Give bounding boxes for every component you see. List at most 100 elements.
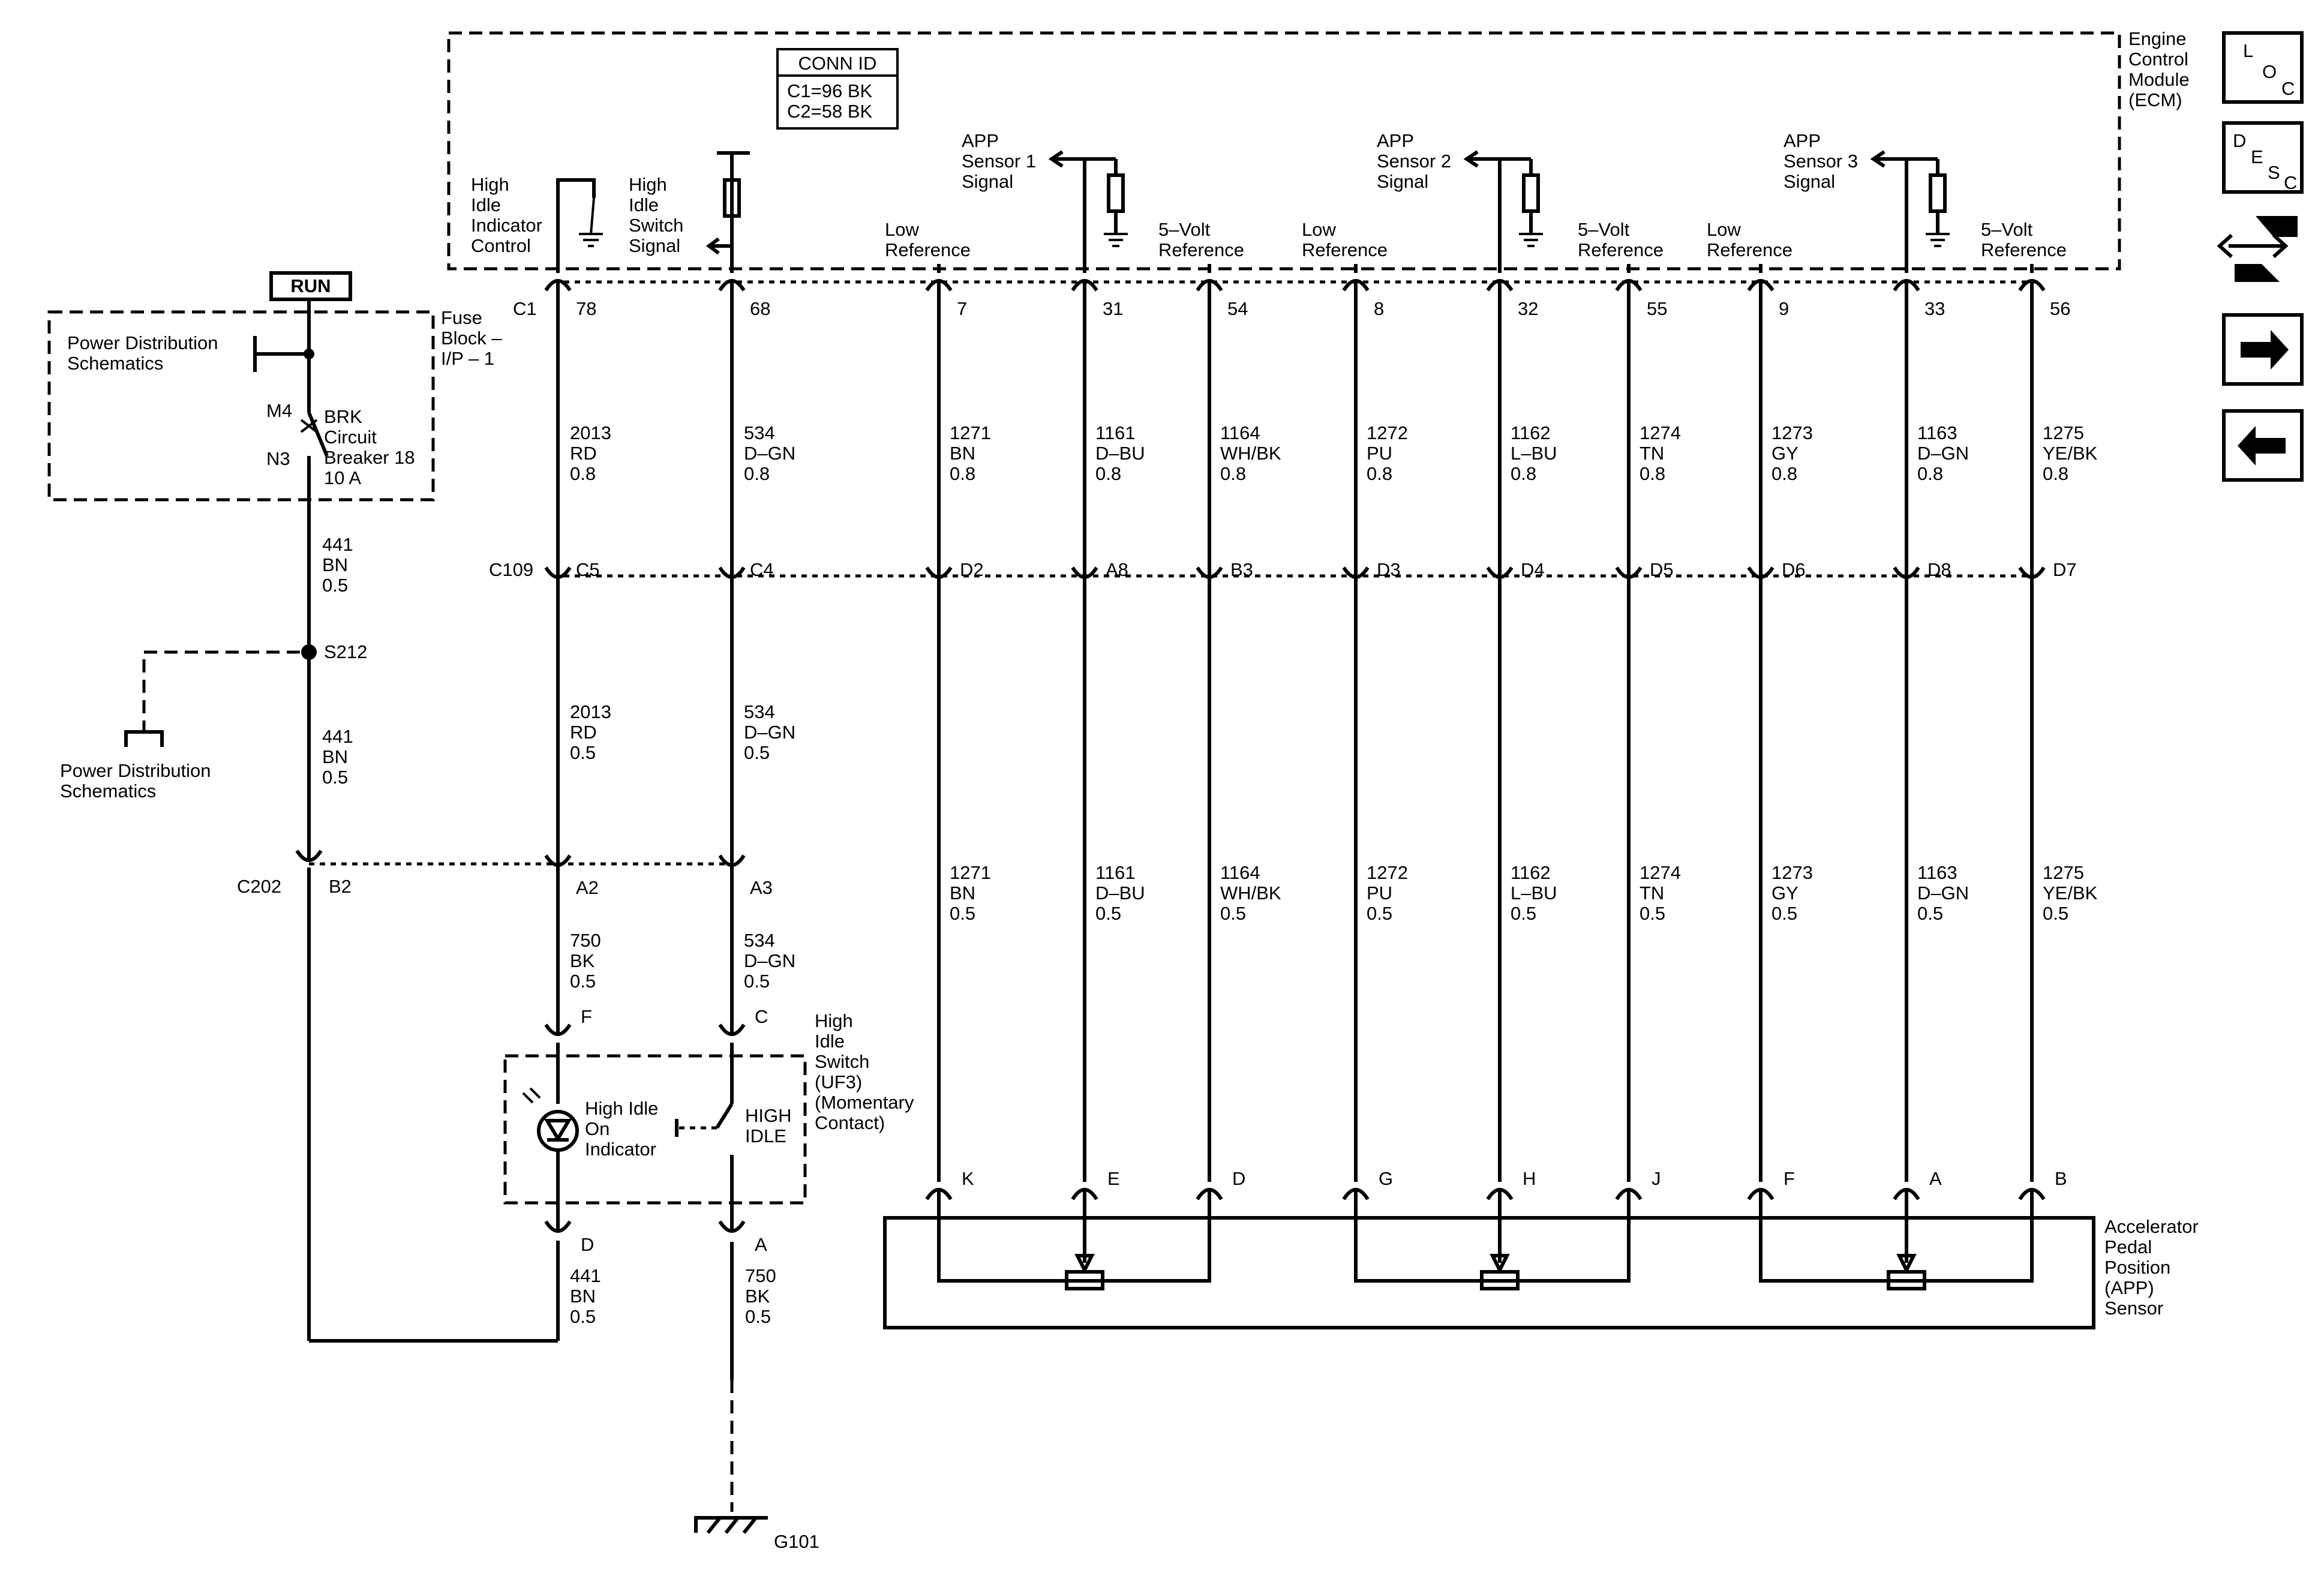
splice-s212 — [301, 644, 317, 660]
high-idle-indicator-label: High Idle — [585, 1098, 658, 1119]
ecm-signal-label: Idle — [471, 194, 501, 215]
app-sensor-box — [883, 1216, 2095, 1329]
power-wire-label: BN — [322, 554, 348, 575]
ecm-reference-label: Reference — [1302, 239, 1388, 260]
fuse-block-label: Fuse — [441, 307, 482, 328]
splice-branch-end — [124, 730, 164, 747]
conn-id-title: CONN ID — [798, 53, 877, 74]
ecm-reference-label: Low — [885, 219, 919, 240]
high-idle-indicator-label: On — [585, 1118, 609, 1139]
circuit-breaker-label: 10 A — [324, 467, 361, 488]
c1-pin-label: 8 — [1374, 298, 1384, 319]
loc-o: O — [2262, 61, 2277, 82]
ground-g101-label: G101 — [774, 1531, 819, 1552]
wire-label: 1275 — [2043, 862, 2084, 883]
high-idle-switch-label: (Momentary — [815, 1092, 914, 1113]
conn-id-text: C2=58 BK — [787, 101, 873, 122]
wire-label: 534 — [744, 930, 775, 951]
wire-label: 1274 — [1640, 862, 1681, 883]
ecm-reference-label: 5–Volt — [1158, 219, 1211, 240]
c202-pin-b2-label: B2 — [329, 876, 352, 897]
wire-label: 2013 — [570, 701, 611, 722]
conn-id-box — [776, 48, 899, 130]
app-pin-label: F — [1783, 1168, 1795, 1189]
signal-arrow — [1463, 150, 1500, 168]
wire-label: YE/BK — [2043, 443, 2098, 464]
wiper-arrow — [1490, 1254, 1510, 1274]
circuit-breaker-label: Circuit — [324, 427, 377, 448]
ecm-signal-label: High — [629, 174, 667, 195]
conn-id-text: C1=96 BK — [787, 80, 873, 101]
wire-label: GY — [1771, 882, 1798, 903]
high-idle-switch-contact: IDLE — [745, 1125, 786, 1146]
ground-icon — [1104, 233, 1128, 247]
desc-s: S — [2268, 162, 2280, 183]
desc-button[interactable] — [2222, 121, 2304, 194]
ecm-reference-label: 5–Volt — [1578, 219, 1630, 240]
ecm-signal-label: Signal — [629, 235, 680, 256]
back-button[interactable] — [2222, 409, 2304, 482]
ecm-reference-label: Reference — [1158, 239, 1244, 260]
circuit-breaker-label: BRK — [324, 406, 362, 427]
c1-pin-label: 32 — [1518, 298, 1538, 319]
loc-c: C — [2281, 78, 2295, 99]
loc-button[interactable] — [2222, 31, 2304, 104]
wire-label: D–BU — [1095, 443, 1145, 464]
ecm-signal-label: Control — [471, 235, 531, 256]
c1-pin-label: 56 — [2050, 298, 2070, 319]
ecm-signal-label: Signal — [1377, 171, 1428, 192]
wire-label: TN — [1640, 443, 1664, 464]
app-sensor-label: (APP) — [2104, 1277, 2154, 1298]
light-rays — [522, 1087, 541, 1104]
wire-label: 0.5 — [1640, 903, 1665, 924]
wire-label: 0.5 — [744, 742, 770, 763]
ecm-reference-label: Low — [1302, 219, 1336, 240]
app-sensor-label: Pedal — [2104, 1236, 2152, 1257]
high-idle-switch-label: High — [815, 1010, 853, 1031]
fuse-block-label: I/P – 1 — [441, 348, 494, 369]
c1-pin-label: 54 — [1227, 298, 1248, 319]
connector-c1-label: C1 — [513, 298, 537, 319]
breaker-mark — [300, 419, 318, 433]
desc-c: C — [2284, 172, 2297, 193]
c109-pin-label: D4 — [1521, 559, 1545, 580]
app-sensor-label: Sensor — [2104, 1298, 2163, 1319]
run-box — [269, 271, 352, 301]
arrow-right-icon[interactable] — [2241, 330, 2289, 370]
wire-label: 1272 — [1367, 862, 1408, 883]
wire-label: BK — [570, 950, 595, 971]
connector-swap-icon[interactable] — [2217, 216, 2298, 282]
ecm-signal-label: APP — [1377, 130, 1414, 151]
potentiometer-circuit — [937, 1202, 1211, 1283]
c1-pin-label: 55 — [1647, 298, 1667, 319]
wire-label: 0.8 — [1771, 463, 1797, 484]
c109-pin-label: C5 — [576, 559, 600, 580]
circuit-breaker-label: Breaker 18 — [324, 447, 415, 468]
app-pin-label: H — [1523, 1168, 1536, 1189]
c109-pin-label: D8 — [1927, 559, 1951, 580]
ecm-reference-label: Reference — [1578, 239, 1664, 260]
wire-label: TN — [1640, 882, 1664, 903]
high-idle-switch-label: (UF3) — [815, 1071, 862, 1092]
c202-pin-label: A2 — [576, 877, 599, 898]
wire-label: 1161 — [1095, 862, 1136, 883]
potentiometer-circuit — [1354, 1202, 1631, 1283]
desc-e: E — [2251, 146, 2263, 167]
switch-contact — [715, 1103, 734, 1129]
breaker-contact — [307, 412, 329, 457]
c109-pin-label: D5 — [1650, 559, 1674, 580]
wire-label: WH/BK — [1220, 882, 1281, 903]
ecm-boundary — [447, 31, 2121, 271]
wire-label: 1164 — [1220, 862, 1260, 883]
next-button[interactable] — [2222, 313, 2304, 386]
component-pin-label: A — [755, 1234, 767, 1255]
wire-label: 0.8 — [1367, 463, 1392, 484]
wire-label: RD — [570, 443, 597, 464]
ground-wire-label: 0.5 — [745, 1306, 771, 1327]
wire-label: 534 — [744, 422, 775, 443]
ecm-label: Engine — [2128, 28, 2187, 49]
arrow-left-icon[interactable] — [2238, 426, 2286, 466]
wire-label: PU — [1367, 443, 1392, 464]
ecm-reference-label: Low — [1707, 219, 1741, 240]
fuse-block-label: Block – — [441, 328, 502, 349]
